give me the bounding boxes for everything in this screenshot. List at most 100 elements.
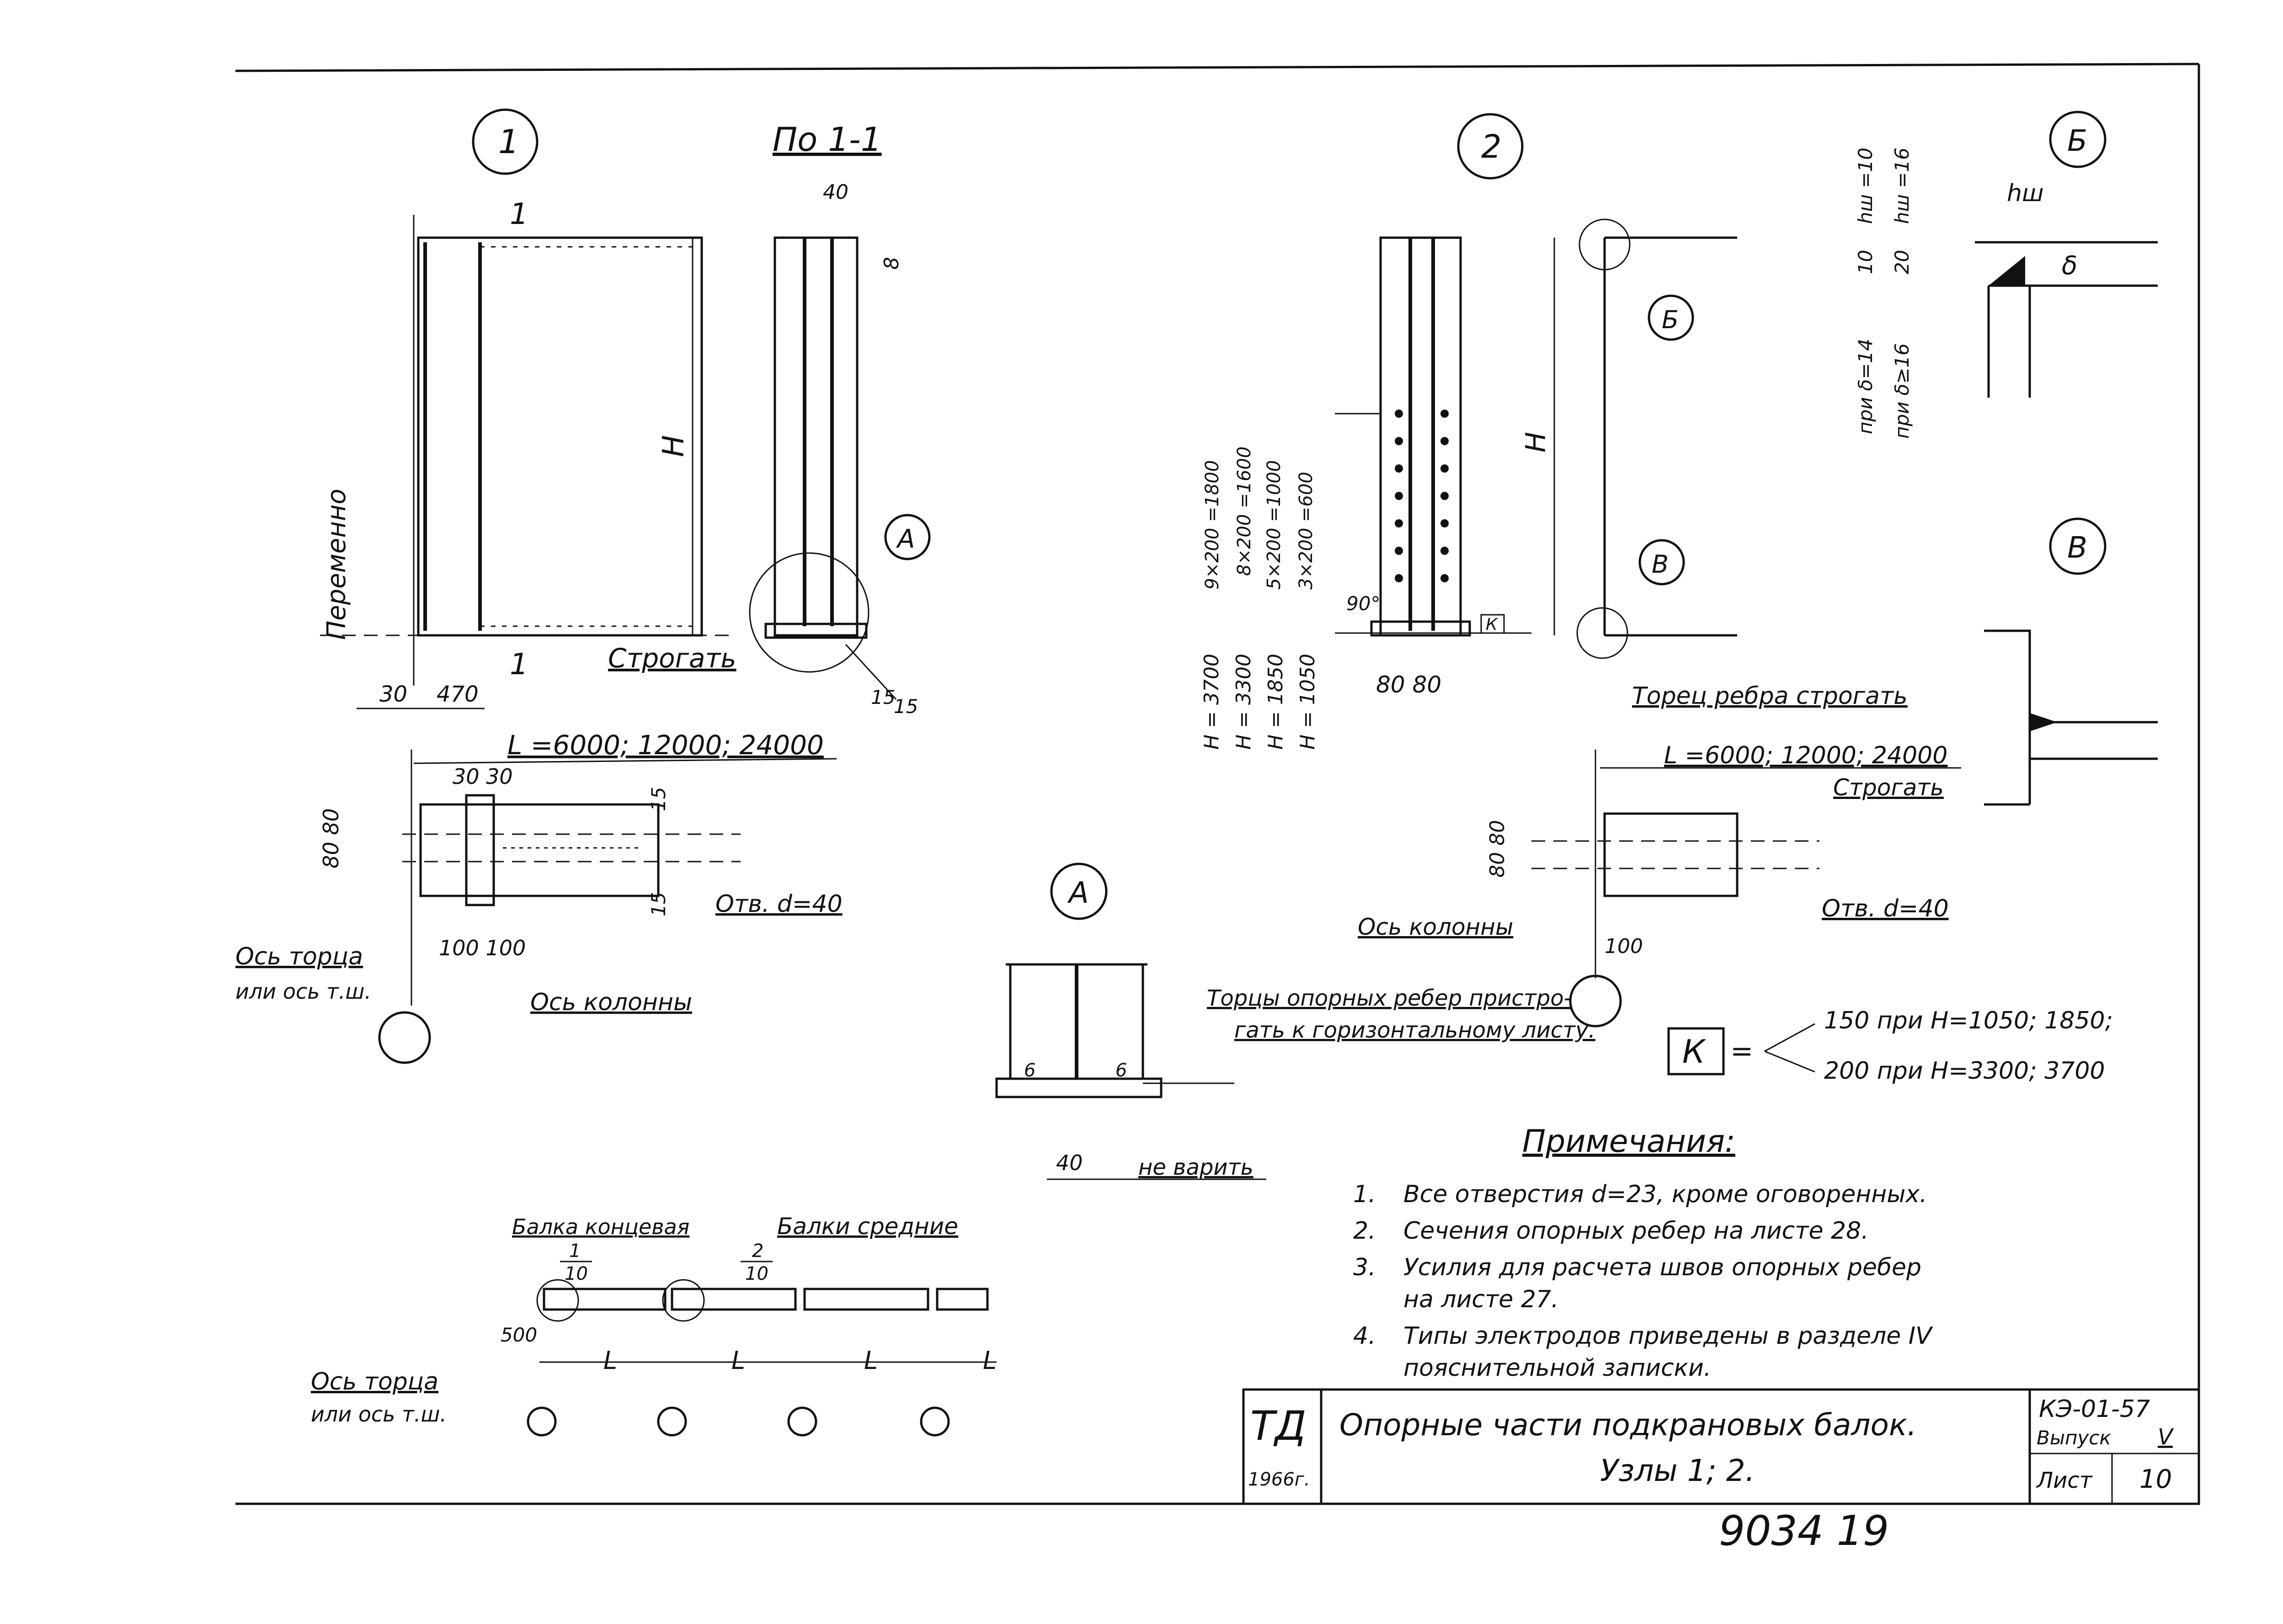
span-l-1: L xyxy=(603,1346,617,1375)
note-4-text: Типы электродов приведены в разделе IV xyxy=(1403,1322,1933,1350)
sheet-label: Лист xyxy=(2036,1468,2093,1493)
k-eq: = xyxy=(1730,1035,1753,1067)
plan-dim-80: 80 80 xyxy=(319,808,343,868)
plan-dim-100: 100 100 xyxy=(439,936,526,960)
node-a-callout xyxy=(749,552,869,673)
plan-dim-100-2: 100 xyxy=(1605,935,1643,958)
note-1-text: Все отверстия d=23, кроме оговоренных. xyxy=(1403,1181,1927,1208)
height-label-1: H xyxy=(657,435,691,457)
plan-dim-15a: 15 xyxy=(647,787,670,811)
plan-dim-15b: 15 xyxy=(647,892,670,916)
issue-value: V xyxy=(2158,1424,2174,1450)
detail-a: А 6 6 Торцы опорных ребер пристро- гать … xyxy=(995,863,1595,1180)
end-beam xyxy=(543,1288,667,1311)
pitch-3: 5×200 =1000 xyxy=(1264,460,1285,590)
plan-dim-80-2: 80 80 xyxy=(1486,820,1509,878)
detail-2-marker-label: 2 xyxy=(1481,128,1502,165)
title-line1: Опорные части подкрановых балок. xyxy=(1339,1407,1917,1443)
section-mark-top: 1 xyxy=(510,197,528,231)
dim-40-top: 40 xyxy=(823,181,848,204)
ref1-bottom: 10 xyxy=(565,1263,588,1284)
ref2-bottom: 10 xyxy=(745,1263,768,1284)
detail-2-marker xyxy=(1457,113,1524,180)
angle-90: 90° xyxy=(1346,592,1380,615)
weld-15a: 15 xyxy=(871,686,895,708)
rib-note-line1: Торцы опорных ребер пристро- xyxy=(1207,985,1572,1011)
axis-column-label-2: Ось колонны xyxy=(1358,914,1513,940)
detail-a-marker-label: А xyxy=(1067,876,1089,910)
pitch-4: 3×200 =600 xyxy=(1296,472,1317,590)
plan-dims-top: 30 30 xyxy=(453,764,513,789)
axis-end-label-1a: Ось торца xyxy=(235,943,363,970)
note-2-text: Сечения опорных ребер на листе 28. xyxy=(1403,1217,1869,1245)
rib-end-label: Торец ребра строгать xyxy=(1632,682,1908,710)
h-value-3: H = 1850 xyxy=(1264,654,1287,750)
mark-k-small: К xyxy=(1486,615,1498,634)
title-block: ТД 1966г. Опорные части подкрановых бало… xyxy=(1242,1388,2200,1505)
detail-b-marker-label: Б xyxy=(2067,124,2087,158)
notes-title: Примечания: xyxy=(1522,1123,1735,1160)
scheme-axis-line1: Ось торца xyxy=(311,1368,438,1395)
span-l-4: L xyxy=(983,1346,997,1375)
title-logo: ТД xyxy=(1250,1402,1307,1449)
archive-number: 9034 19 xyxy=(1719,1507,1889,1555)
end-beam-label: Балка концевая xyxy=(512,1214,689,1239)
notes: Примечания: 1. Все отверстия d=23, кроме… xyxy=(1353,1123,1933,1382)
note-2-num: 2. xyxy=(1353,1217,1376,1245)
node-b-marker xyxy=(1648,294,1694,341)
mark-k-box xyxy=(1480,614,1505,634)
ref2-top: 2 xyxy=(752,1241,763,1262)
span-label-1: L =6000; 12000; 24000 xyxy=(507,729,824,761)
dim-10: 10 xyxy=(1854,250,1877,274)
detail-2: 2 9×200 =1800 8×200 =1600 5×200 =1000 3×… xyxy=(1200,113,1961,1028)
detail-a-marker xyxy=(1050,863,1108,920)
weld-6b: 6 xyxy=(1115,1060,1127,1081)
axis-column-label-1: Ось колонны xyxy=(530,989,692,1016)
issue-label: Выпуск xyxy=(2037,1427,2111,1449)
hw-16: hш =16 xyxy=(1891,148,1913,224)
beam-scheme: Балка концевая Балки средние 1 10 2 10 5… xyxy=(311,1213,997,1437)
no-weld-label: не варить xyxy=(1138,1155,1254,1180)
dim-500: 500 xyxy=(501,1324,537,1346)
note-3-num: 3. xyxy=(1353,1254,1376,1281)
k-line2: 200 при H=3300; 3700 xyxy=(1824,1057,2105,1085)
detail-2-plan xyxy=(1603,812,1739,897)
plane-label-2: Строгать xyxy=(1833,774,1944,801)
dim-8: 8 xyxy=(880,257,903,270)
dim-30: 30 xyxy=(379,682,407,707)
k-box xyxy=(1667,1027,1725,1076)
pitch-2: 8×200 =1600 xyxy=(1234,447,1255,576)
note-3-cont: на листе 27. xyxy=(1403,1286,1559,1313)
axis-marker-2 xyxy=(1569,974,1622,1028)
node-b-marker-label: Б xyxy=(1662,305,1679,334)
title-year: 1966г. xyxy=(1248,1469,1310,1490)
hole-label-1: Отв. d=40 xyxy=(715,890,843,918)
detail-1: 1 По 1-1 1 1 Переменно Строгать 30 470 H… xyxy=(235,108,931,1064)
dim-40-a: 40 xyxy=(1056,1150,1083,1175)
detail-b-marker xyxy=(2049,111,2107,168)
section-1-1-title: По 1-1 xyxy=(773,120,882,159)
note-3-text: Усилия для расчета швов опорных ребер xyxy=(1403,1254,1921,1281)
axis-end-label-1b: или ось т.ш. xyxy=(235,979,371,1004)
delta-16: при δ≥16 xyxy=(1891,343,1913,439)
scheme-axis-line2: или ось т.ш. xyxy=(311,1402,447,1427)
node-v-marker xyxy=(1638,539,1685,586)
dim-470: 470 xyxy=(437,682,479,707)
note-1-num: 1. xyxy=(1353,1181,1376,1208)
detail-v-marker xyxy=(2049,517,2107,575)
h-value-2: H = 3300 xyxy=(1232,654,1255,750)
mid-beam-2 xyxy=(803,1288,929,1311)
span-l-3: L xyxy=(864,1346,878,1375)
detail-b: Б hш =10 hш =16 hш 10 20 δ при δ=14 при … xyxy=(1854,111,2158,439)
mid-beam-3 xyxy=(936,1288,989,1311)
mid-beam-1 xyxy=(671,1288,797,1311)
hole-label-2: Отв. d=40 xyxy=(1822,895,1949,922)
detail-1-plan xyxy=(419,803,660,897)
weld-6a: 6 xyxy=(1024,1060,1035,1081)
plane-label-1: Строгать xyxy=(608,643,736,674)
detail-1-marker-label: 1 xyxy=(498,122,519,161)
pitch-1: 9×200 =1800 xyxy=(1202,460,1223,590)
variable-label: Переменно xyxy=(322,489,352,640)
k-letter: К xyxy=(1682,1033,1707,1070)
